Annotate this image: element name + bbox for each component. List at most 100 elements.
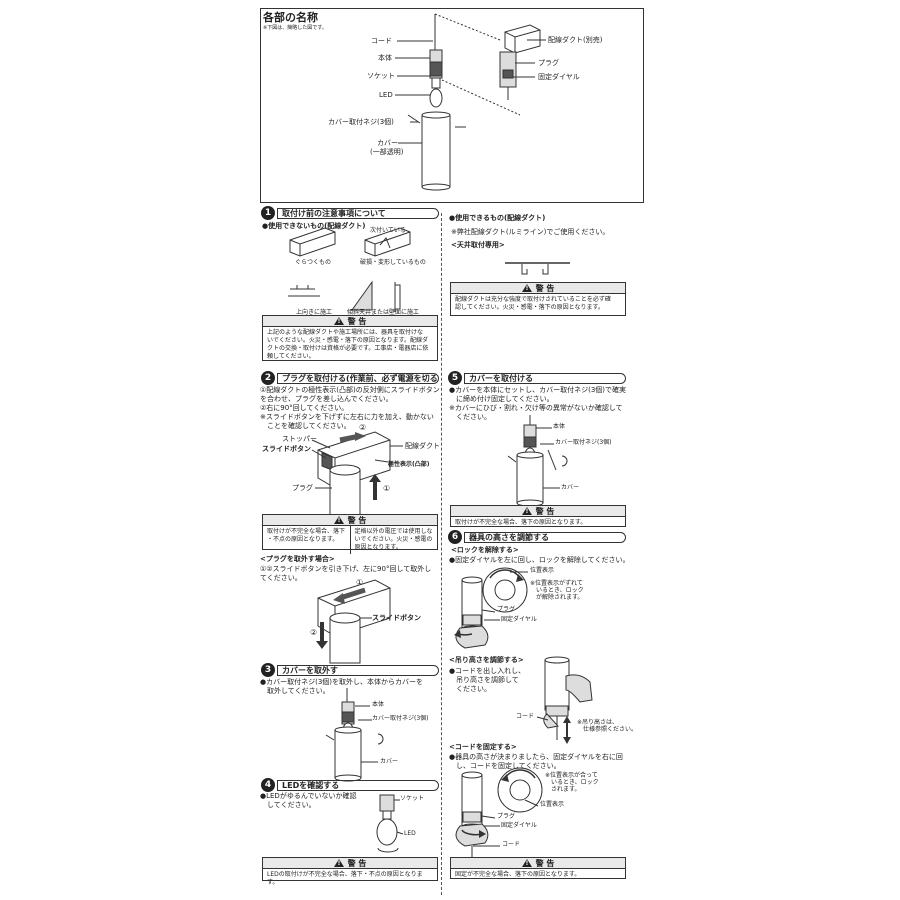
label-cover-sub: (一部透明) [370, 148, 404, 156]
s2-remove-body: ①②スライドボタンを引き下げ、左に90°回して取外し てください。 [260, 565, 432, 582]
parts-title: 各部の名称 [263, 11, 318, 24]
warning-icon [521, 507, 532, 515]
section-4-header: 4 LEDを確認する [261, 778, 439, 792]
s1-warning-title: 警 告 [347, 316, 367, 326]
s1-damaged: 破損・変形しているもの [360, 259, 426, 266]
section-2-number: 2 [261, 371, 275, 385]
label-cover: カバー [377, 139, 398, 147]
label-socket: ソケット [367, 72, 395, 80]
section-6-title: 器具の高さを調節する [464, 531, 626, 543]
section-3-title: カバーを取外す [277, 664, 439, 676]
label-led: LED [379, 91, 393, 99]
s2-warning-left: 取付けが不完全な場合、落下 ・不点の原因となります。 [263, 526, 351, 554]
s2-warning-box: 警 告 取付けが不完全な場合、落下 ・不点の原因となります。 定格以外の電圧では… [262, 514, 438, 554]
s6-warning-box: 警 告 固定が不完全な場合、落下の原因となります。 [450, 857, 626, 879]
s1-ceiling-only: <天井取付専用> [451, 241, 505, 249]
label-body: 本体 [378, 54, 392, 62]
s1-usable-note: ※弊社配線ダクト(ルミライン)でご使用ください。 [451, 228, 610, 236]
warning-icon [521, 859, 532, 867]
s1-upward: 上向きに施工 [296, 309, 333, 316]
s6-cord: コード [516, 713, 535, 720]
s6-fix-body: ●器具の高さが決まりましたら、固定ダイヤルを右に回 し、コードを固定してください… [449, 753, 623, 770]
warning-icon [333, 859, 344, 867]
s2-remove-title: <プラグを取外す場合> [260, 555, 335, 563]
s1-usable: ●使用できるもの(配線ダクト) [449, 214, 546, 222]
s2-duct: 配線ダクト [405, 442, 440, 450]
s4-body: ●LEDがゆるんでいないか確認 してください。 [260, 792, 357, 809]
s6-adjust-body: ●コードを出し入れし、 吊り高さを調節して ください。 [449, 667, 526, 693]
warning-icon [521, 284, 532, 292]
s2-warning-title: 警 告 [347, 515, 367, 525]
s2-r2: ② [310, 628, 318, 637]
section-6-number: 6 [448, 530, 462, 544]
s6-plug2: プラグ [497, 813, 516, 820]
s6-plug: プラグ [497, 606, 516, 613]
section-5-title: カバーを取付ける [464, 372, 626, 384]
s6-dial2: 固定ダイヤル [501, 822, 537, 829]
s4-warning-body: LEDの取付けが不完全な場合、落下・不点の原因となります。 [267, 871, 423, 886]
s6-pos-mark2: 位置表示 [540, 801, 565, 808]
s6-unlock-body: ●固定ダイヤルを左に回し、ロックを解除してください。 [449, 556, 630, 564]
section-2-title: プラグを取付ける(作業前、必ず電源を切る) [277, 372, 439, 384]
s2-r1: ① [356, 578, 364, 587]
column-divider [441, 213, 442, 895]
s5-body: ●カバーを本体にセットし、カバー取付ネジ(3個)で確実 に締め付け固定してくださ… [449, 386, 627, 421]
s6-unlock-note: ※位置表示がずれて いるとき、ロック が解除されます。 [530, 580, 584, 601]
s6-unlock-title: <ロックを解除する> [451, 546, 519, 554]
s6-adjust-title: <吊り高さを調節する> [449, 656, 524, 664]
s4-led: LED [404, 830, 416, 837]
s2-polarity: 極性表示(凸部) [388, 461, 430, 468]
s2-remove-slide: スライドボタン [372, 614, 421, 622]
parts-frame [260, 8, 644, 203]
section-4-title: LEDを確認する [277, 779, 439, 791]
s6-dial: 固定ダイヤル [501, 616, 537, 623]
s6-pos-mark: 位置表示 [530, 567, 555, 574]
label-cover-screw: カバー取付ネジ(3個) [328, 118, 394, 126]
s1-warning-box: 警 告 上記のような配線ダクトや施工場所には、器具を取付けな いでください。火災… [262, 315, 438, 361]
s3-body-label: 本体 [372, 701, 385, 708]
s5-body-label: 本体 [553, 423, 566, 430]
section-1-title: 取付け前の注意事項について [277, 207, 439, 219]
s1-slanted: 傾斜天井または壁面に施工 [347, 309, 420, 316]
s6-warning-body: 固定が不完全な場合、落下の原因となります。 [455, 871, 581, 878]
label-cord: コード [371, 37, 392, 45]
section-6-header: 6 器具の高さを調節する [448, 530, 626, 544]
s1-unusable: ●使用できないもの(配線ダクト) [262, 222, 366, 230]
s1-warning-body: 上記のような配線ダクトや施工場所には、器具を取付けな いでください。火災・感電・… [267, 329, 429, 360]
s5-screw-label: カバー取付ネジ(3個) [555, 439, 612, 446]
s6-cord2: コード [502, 841, 521, 848]
parts-note: ※下図は、簡略した図です。 [263, 25, 327, 31]
s6-warning-title: 警 告 [535, 858, 555, 868]
label-plug: プラグ [538, 59, 559, 67]
s4-warning-title: 警 告 [347, 858, 367, 868]
section-1-number: 1 [261, 206, 275, 220]
s5-warning-body: 取付けが不完全な場合、落下の原因となります。 [455, 519, 587, 526]
s1-warning2-title: 警 告 [535, 283, 555, 293]
section-3-header: 3 カバーを取外す [261, 663, 439, 677]
s2-slide-button: スライドボタン [262, 445, 311, 453]
section-1-header: 1 取付け前の注意事項について [261, 206, 439, 220]
s5-cover-label: カバー [561, 484, 580, 491]
s2-stopper: ストッパー [282, 435, 317, 443]
warning-icon [333, 317, 344, 325]
label-duct: 配線ダクト(別売) [548, 36, 603, 44]
s6-fix-title: <コードを固定する> [449, 743, 517, 751]
s4-warning-box: 警 告 LEDの取付けが不完全な場合、落下・不点の原因となります。 [262, 857, 438, 886]
s1-warning2-box: 警 告 配線ダクトは充分な強度で取付けされていることを必ず確 認してください。火… [450, 282, 626, 316]
section-4-number: 4 [261, 778, 275, 792]
s5-warning-box: 警 告 取付けが不完全な場合、落下の原因となります。 [450, 505, 626, 527]
s6-adjust-note: ※吊り高さは、 仕様参照ください。 [577, 719, 638, 733]
warning-icon [333, 516, 344, 524]
s2-warning-right: 定格以外の電圧では使用しな いでください。火災・感電の 原因となります。 [354, 528, 433, 551]
label-dial: 固定ダイヤル [538, 73, 580, 81]
s2-body: ①配線ダクトの極性表示(凸部)の反対側にスライドボタン を合わせ、プラグを差し込… [260, 386, 440, 430]
